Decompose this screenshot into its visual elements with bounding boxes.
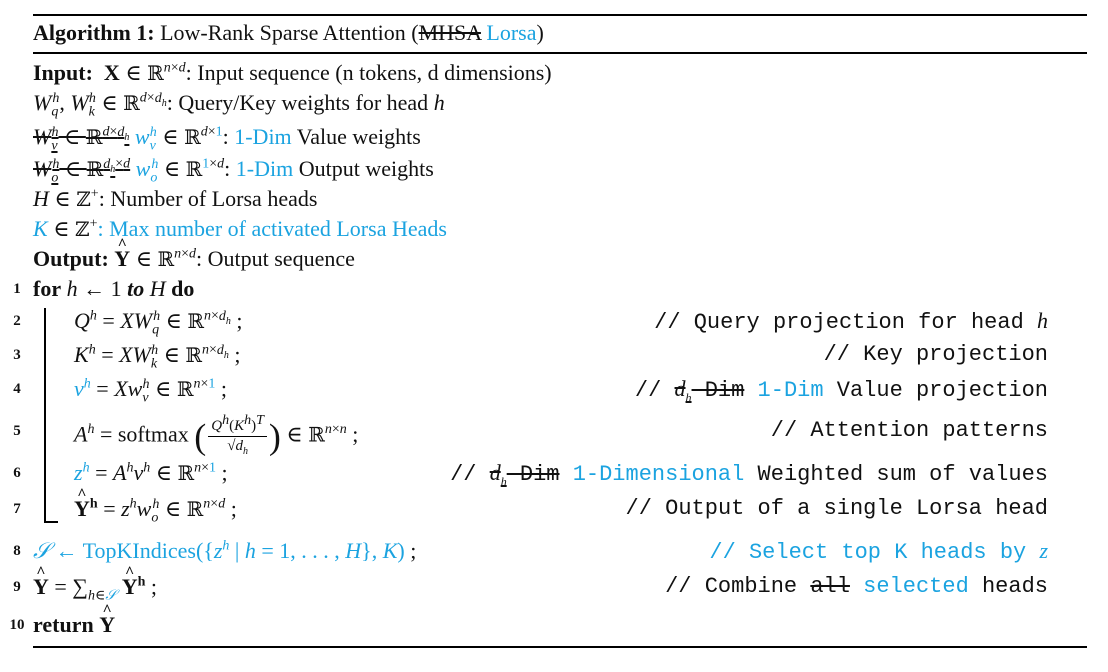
comment-attention: // Attention patterns (770, 418, 1048, 443)
lorsa-name: Lorsa (486, 20, 537, 45)
input-desc: : Input sequence (n tokens, d dimensions… (185, 60, 552, 85)
comment-value: // dh-Dim 1-Dim Value projection (634, 376, 1048, 405)
comment-weighted-sum: // dh-Dim 1-Dimensional Weighted sum of … (450, 460, 1048, 489)
comment-query: // Query projection for head h (654, 308, 1048, 335)
algorithm-name: Low-Rank Sparse Attention ( (160, 20, 419, 45)
loop-bar-end (44, 521, 58, 523)
loop-bar (44, 308, 46, 522)
value-1dim: 1-Dim (234, 124, 292, 149)
output-seq-desc: : Output sequence (196, 246, 355, 271)
comment-combine: // Combine all selected heads (665, 574, 1048, 599)
num-heads-desc: : Number of Lorsa heads (98, 186, 318, 211)
header-rule (33, 52, 1087, 54)
comment-head-output: // Output of a single Lorsa head (625, 496, 1048, 521)
bottom-rule (33, 646, 1087, 648)
output-1dim: 1-Dim (235, 156, 294, 181)
algorithm-label: Algorithm 1: (33, 20, 155, 45)
input-label: Input: (33, 60, 93, 85)
comment-select: // Select top K heads by z (709, 538, 1048, 565)
qk-desc: : Query/Key weights for head (166, 90, 429, 115)
struck-mhsa: MHSA (418, 20, 481, 45)
line-number: 1 (13, 281, 21, 297)
top-rule (33, 14, 1087, 16)
max-heads-desc: : Max number of activated Lorsa Heads (97, 216, 447, 241)
output-label: Output: (33, 246, 109, 271)
comment-key: // Key projection (823, 342, 1048, 367)
value-desc: Value weights (296, 124, 421, 149)
output-desc: Output weights (298, 156, 434, 181)
